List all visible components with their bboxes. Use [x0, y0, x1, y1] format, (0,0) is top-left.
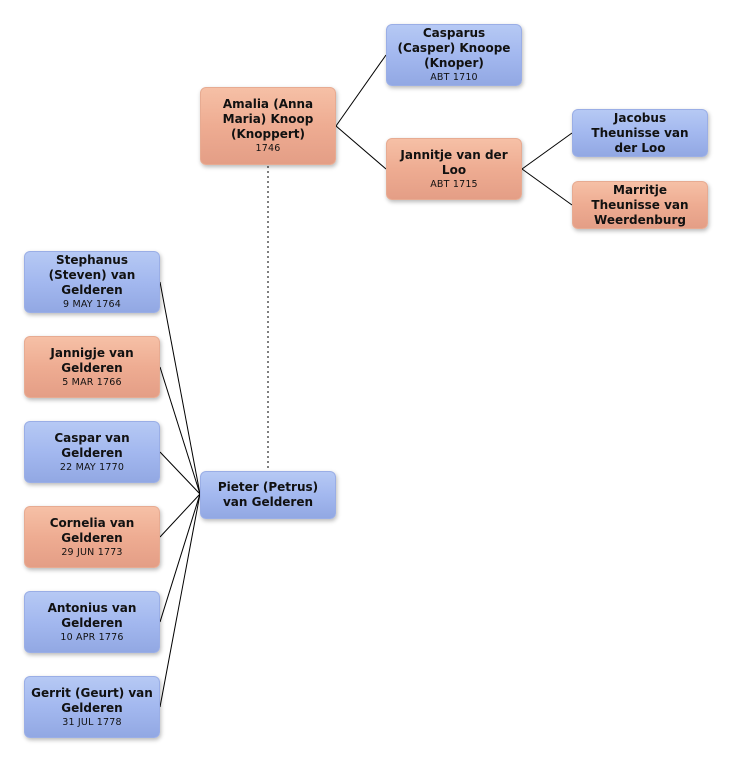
person-cornelia[interactable]: Cornelia van Gelderen 29 JUN 1773: [24, 506, 160, 568]
line-child-stephanus: [159, 281, 201, 495]
person-name: Jannigje van Gelderen: [50, 345, 134, 375]
person-name: Jannitje van der Loo: [400, 147, 508, 177]
person-casparus[interactable]: Casparus (Casper) Knoope (Knoper) ABT 17…: [386, 24, 522, 86]
person-date: ABT 1715: [430, 178, 478, 190]
person-date: 10 APR 1776: [60, 631, 124, 643]
line-child-jannigje: [159, 366, 201, 495]
person-gerrit[interactable]: Gerrit (Geurt) van Gelderen 31 JUL 1778: [24, 676, 160, 738]
line-child-cornelia: [159, 493, 201, 538]
line-child-antonius: [159, 493, 201, 623]
person-date: 5 MAR 1766: [62, 376, 122, 388]
person-name: Marritje Theunisse van Weerdenburg: [591, 182, 689, 227]
person-marritje[interactable]: Marritje Theunisse van Weerdenburg: [572, 181, 708, 229]
line-amalia-casparus: [335, 54, 387, 127]
line-child-caspar: [159, 451, 201, 495]
line-jannitje-marritje: [521, 168, 573, 206]
person-name: Antonius van Gelderen: [47, 600, 137, 630]
person-jacobus[interactable]: Jacobus Theunisse van der Loo: [572, 109, 708, 157]
person-date: ABT 1710: [430, 72, 478, 83]
person-amalia[interactable]: Amalia (Anna Maria) Knoop (Knoppert) 174…: [200, 87, 336, 165]
person-name: Caspar van Gelderen: [54, 430, 130, 460]
person-date: 9 MAY 1764: [62, 299, 122, 310]
person-antonius[interactable]: Antonius van Gelderen 10 APR 1776: [24, 591, 160, 653]
person-date: 31 JUL 1778: [62, 716, 122, 728]
person-name: Cornelia van Gelderen: [49, 515, 135, 545]
person-caspar[interactable]: Caspar van Gelderen 22 MAY 1770: [24, 421, 160, 483]
person-stephanus[interactable]: Stephanus (Steven) van Gelderen 9 MAY 17…: [24, 251, 160, 313]
person-jannigje[interactable]: Jannigje van Gelderen 5 MAR 1766: [24, 336, 160, 398]
person-pieter[interactable]: Pieter (Petrus) van Gelderen: [200, 471, 336, 519]
person-name: Stephanus (Steven) van Gelderen: [48, 253, 136, 297]
person-name: Casparus (Casper) Knoope (Knoper): [397, 26, 511, 70]
person-name: Amalia (Anna Maria) Knoop (Knoppert): [222, 97, 314, 141]
line-jannitje-jacobus: [521, 132, 573, 170]
line-child-gerrit: [159, 493, 201, 708]
person-name: Jacobus Theunisse van der Loo: [591, 110, 689, 155]
person-date: 1746: [255, 143, 281, 154]
person-date: 22 MAY 1770: [59, 461, 125, 473]
person-date: 29 JUN 1773: [61, 546, 123, 558]
person-jannitje[interactable]: Jannitje van der Loo ABT 1715: [386, 138, 522, 200]
line-amalia-jannitje: [335, 125, 387, 170]
person-name: Gerrit (Geurt) van Gelderen: [31, 685, 153, 715]
person-name: Pieter (Petrus) van Gelderen: [217, 480, 319, 509]
